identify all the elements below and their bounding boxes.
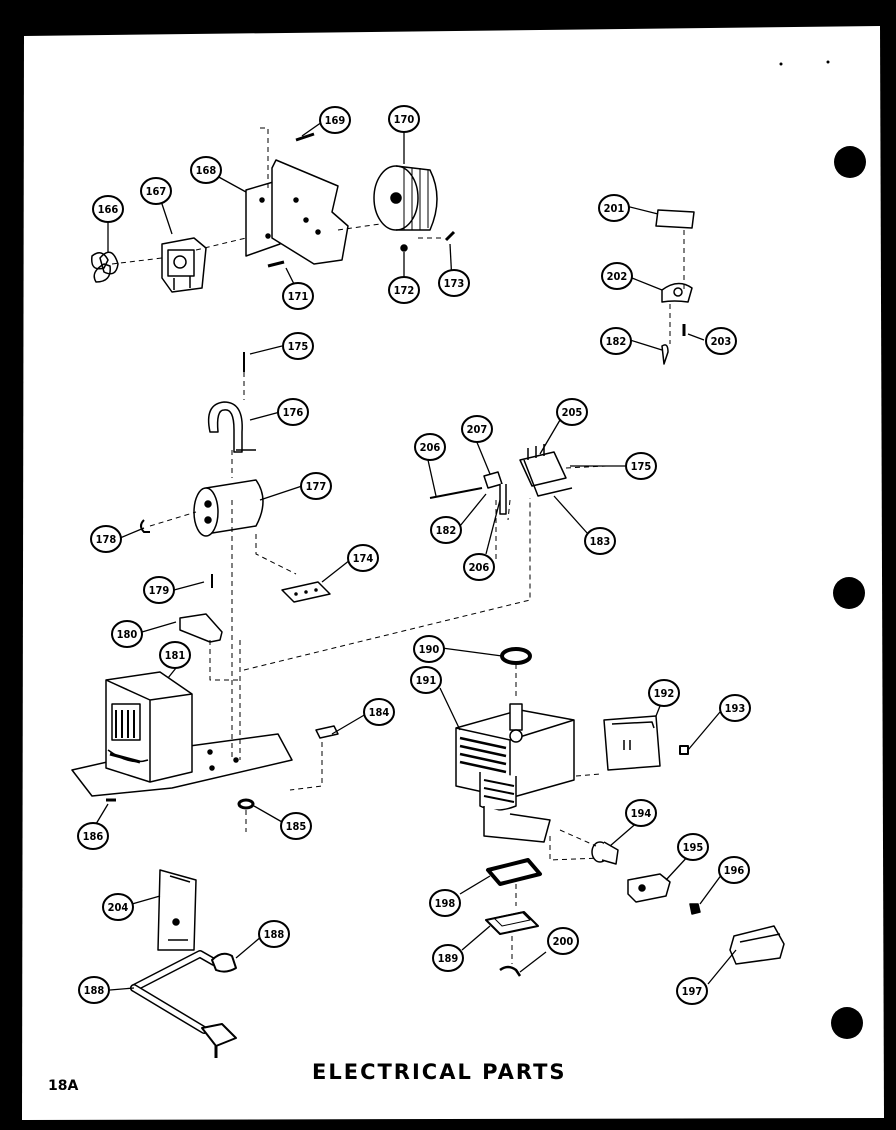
callout-174: 174 xyxy=(353,552,374,565)
gasket-198 xyxy=(486,858,542,886)
switch-182-top xyxy=(661,344,669,365)
terminal-cover-197 xyxy=(729,925,785,965)
insulator-174 xyxy=(281,581,331,603)
callout-202: 202 xyxy=(607,270,628,283)
fan-mounting-plate xyxy=(271,159,349,265)
callout-168: 168 xyxy=(196,164,217,177)
binding-hole xyxy=(831,1007,863,1039)
callout-201: 201 xyxy=(604,202,625,215)
switch-205 xyxy=(519,444,573,497)
binding-hole xyxy=(834,146,866,178)
callout-176: 176 xyxy=(283,406,304,419)
callout-183: 183 xyxy=(590,535,611,548)
callout-197: 197 xyxy=(682,985,703,998)
rod-206 xyxy=(429,487,483,499)
callout-184: 184 xyxy=(369,706,390,719)
screw-200 xyxy=(499,965,522,977)
callout-182-a: 182 xyxy=(606,335,627,348)
callout-204: 204 xyxy=(108,901,129,914)
callout-177: 177 xyxy=(306,480,327,493)
diode-bracket-180 xyxy=(179,613,223,643)
capacitor-177 xyxy=(193,479,264,537)
callout-175-b: 175 xyxy=(631,460,652,473)
callout-189: 189 xyxy=(438,952,459,965)
callout-203: 203 xyxy=(711,335,732,348)
callout-198: 198 xyxy=(435,897,456,910)
binding-hole xyxy=(833,577,865,609)
capacitor-clamp-176 xyxy=(207,401,256,453)
diagram-title: ELECTRICAL PARTS xyxy=(312,1060,567,1084)
callout-balloons xyxy=(77,105,751,1005)
callout-192: 192 xyxy=(654,687,675,700)
callout-188-a: 188 xyxy=(264,928,285,941)
callout-170: 170 xyxy=(394,113,415,126)
screw-173 xyxy=(444,230,456,242)
switch-bracket-202 xyxy=(661,282,693,303)
callout-195: 195 xyxy=(683,841,704,854)
callout-181: 181 xyxy=(165,649,186,662)
plate-204 xyxy=(157,869,197,951)
callout-205: 205 xyxy=(562,406,583,419)
callout-175-a: 175 xyxy=(288,340,309,353)
callout-180: 180 xyxy=(117,628,138,641)
callout-173: 173 xyxy=(444,277,465,290)
callout-191: 191 xyxy=(416,674,437,687)
fan-blade-part xyxy=(91,251,119,283)
strain-relief-188 xyxy=(211,952,237,973)
callout-172: 172 xyxy=(394,284,415,297)
callout-206-a: 206 xyxy=(420,441,441,454)
nut-193 xyxy=(679,745,689,755)
callout-200: 200 xyxy=(553,935,574,948)
switch-actuator-207 xyxy=(483,471,507,515)
page-number: 18A xyxy=(48,1078,79,1094)
callout-182-b: 182 xyxy=(436,524,457,537)
magnetron-191 xyxy=(455,703,575,843)
nut-196 xyxy=(689,903,701,915)
thermal-switch-194 xyxy=(591,841,619,865)
callout-labels: 166 167 168 169 170 171 172 173 174 175 … xyxy=(83,113,746,998)
callout-188-b: 188 xyxy=(84,984,105,997)
filter-189 xyxy=(485,911,539,935)
washer-185 xyxy=(237,798,255,810)
callout-196: 196 xyxy=(724,864,745,877)
callout-167: 167 xyxy=(146,185,167,198)
screw-171 xyxy=(267,260,285,268)
callout-190: 190 xyxy=(419,643,440,656)
callout-169: 169 xyxy=(325,114,346,127)
screw-169 xyxy=(295,132,315,142)
callout-193: 193 xyxy=(725,702,746,715)
fan-motor-part xyxy=(161,237,207,293)
power-cord-188 xyxy=(130,950,237,1058)
bracket-195 xyxy=(627,873,671,903)
callout-179: 179 xyxy=(149,584,170,597)
gasket-190 xyxy=(500,647,532,665)
callout-186: 186 xyxy=(83,830,104,843)
transformer-181 xyxy=(105,671,193,783)
label-plate-201 xyxy=(655,209,695,229)
leader-lines xyxy=(95,121,737,991)
clip-178 xyxy=(140,519,150,533)
callout-206-b: 206 xyxy=(469,561,490,574)
callout-185: 185 xyxy=(286,820,307,833)
callout-207: 207 xyxy=(467,423,488,436)
callout-178: 178 xyxy=(96,533,117,546)
callout-194: 194 xyxy=(631,807,652,820)
washer-172 xyxy=(400,244,408,252)
clip-184 xyxy=(315,725,339,739)
blower-wheel-part xyxy=(373,165,438,231)
callout-166: 166 xyxy=(98,203,119,216)
cover-192 xyxy=(603,715,661,771)
callout-171: 171 xyxy=(288,290,309,303)
